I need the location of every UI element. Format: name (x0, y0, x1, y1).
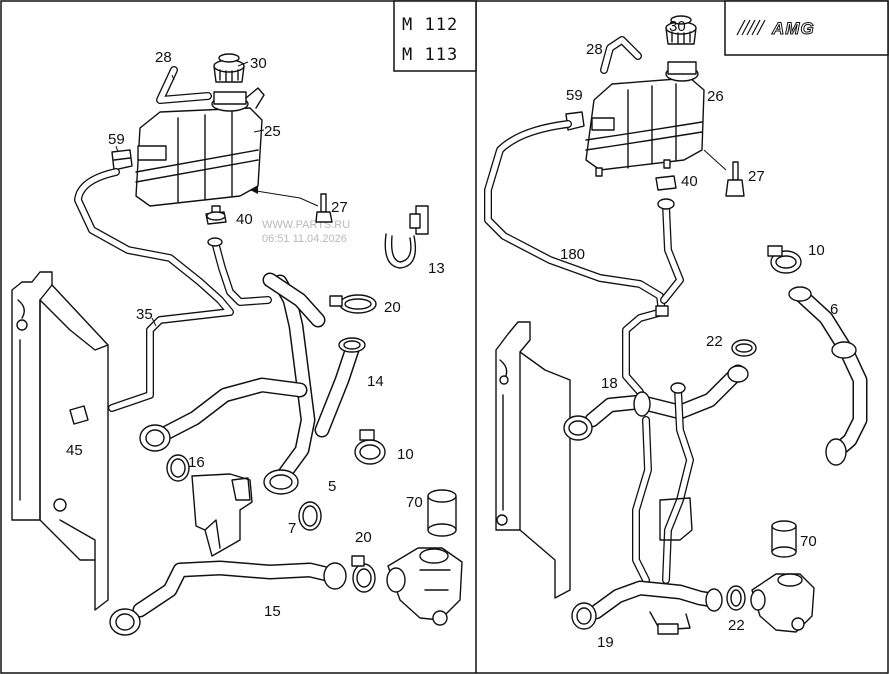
clip-40-right (655, 175, 677, 191)
engine-code-box: M 112 M 113 (393, 0, 477, 72)
amg-logo-text: AMG (771, 19, 815, 38)
callout-18-right: 18 (601, 375, 618, 392)
callout-25-left: 25 (264, 123, 281, 140)
callout-28-right: 28 (586, 41, 603, 58)
radiator-left (11, 271, 109, 611)
callouts-left: 28 30 59 25 27 40 13 35 20 14 45 16 10 5… (66, 49, 445, 620)
left-panel-m112-m113: 28 30 59 25 27 40 13 35 20 14 45 16 10 5… (11, 49, 463, 636)
clip-40-left (205, 211, 227, 225)
pipe-70-right (771, 520, 797, 558)
connector-59-left (111, 149, 133, 171)
callout-35-left: 35 (136, 306, 153, 323)
callout-14-left: 14 (367, 373, 384, 390)
hose-15-left (109, 560, 347, 636)
callout-59-right: 59 (566, 87, 583, 104)
watermark-site: WWW.PARTS.RU (262, 219, 350, 231)
sensor-45-left (69, 405, 89, 425)
watermark-timestamp: 06:51 11.04.2026 (262, 233, 347, 245)
callout-20-left-upper: 20 (384, 299, 401, 316)
engine-fragment-left (191, 473, 253, 557)
callout-30-left: 30 (250, 55, 267, 72)
callout-30-right: 30 (669, 18, 686, 35)
sensor-27-right (703, 149, 745, 197)
expansion-tank-left (135, 87, 265, 216)
cap-30-right (665, 15, 697, 45)
callout-10-right: 10 (808, 242, 825, 259)
callout-70-right: 70 (800, 533, 817, 550)
hose-5-left (262, 272, 326, 495)
amg-logo: AMG (724, 0, 889, 56)
clamp-22-right-upper (731, 339, 757, 357)
clamp-20-left-upper (329, 294, 377, 314)
hose-35-left (74, 168, 234, 412)
callout-20-left-lower: 20 (355, 529, 372, 546)
engine-code-m113: M 113 (402, 45, 458, 65)
cap-30-left (213, 53, 245, 83)
callout-27-right: 27 (748, 168, 765, 185)
ring-16-left (166, 454, 190, 482)
engine-code-m112: M 112 (402, 15, 458, 35)
callout-70-left: 70 (406, 494, 423, 511)
leader-lines-left (115, 61, 319, 327)
callout-26-right: 26 (707, 88, 724, 105)
clamp-13-left (384, 205, 429, 269)
expansion-tank-right (585, 61, 705, 177)
callout-10-left: 10 (397, 446, 414, 463)
callout-6-right: 6 (830, 301, 838, 318)
callouts-right: 30 28 59 26 27 40 180 10 6 22 18 70 22 1… (560, 18, 838, 651)
clamp-10-left (354, 429, 386, 465)
callout-22-right-upper: 22 (706, 333, 723, 350)
callout-22-right-lower: 22 (728, 617, 745, 634)
callout-16-left: 16 (188, 454, 205, 471)
hose-small-left (207, 237, 272, 306)
hose-upper-left (139, 377, 308, 452)
clamp-10-right (767, 245, 802, 274)
callout-15-left: 15 (264, 603, 281, 620)
callout-7-left: 7 (288, 520, 296, 537)
callout-59-left: 59 (108, 131, 125, 148)
callout-13-left: 13 (428, 260, 445, 277)
thermostat-housing-right (750, 573, 815, 633)
callout-40-left: 40 (236, 211, 253, 228)
right-panel: 30 28 59 26 27 40 180 10 6 22 18 70 22 1… (484, 15, 868, 651)
callout-28-left: 28 (155, 49, 172, 66)
clamp-22-right-lower (726, 585, 746, 611)
hose-28-left (156, 66, 212, 104)
ring-7-left (298, 501, 322, 531)
callout-27-left: 27 (331, 199, 348, 216)
radiator-right (495, 321, 571, 599)
callout-45-left: 45 (66, 442, 83, 459)
sensor-27-left (315, 193, 333, 223)
watermark: WWW.PARTS.RU 06:51 11.04.2026 (262, 219, 350, 245)
callout-180-right: 180 (560, 246, 585, 263)
thermostat-housing-left (386, 547, 463, 626)
hose-19-right (571, 580, 723, 635)
hose-6-right (788, 286, 868, 466)
clamp-20-left-lower (351, 555, 376, 593)
callout-19-right: 19 (597, 634, 614, 651)
pipe-70-left (427, 489, 457, 537)
hose-180-right (484, 120, 684, 396)
bypass-hoses-right (632, 382, 694, 584)
engine-fragment-right (659, 497, 693, 541)
callout-5-left: 5 (328, 478, 336, 495)
hose-28-right (600, 36, 642, 74)
callout-40-right: 40 (681, 173, 698, 190)
hose-14-left (314, 337, 366, 438)
hose-18-right (563, 364, 749, 441)
